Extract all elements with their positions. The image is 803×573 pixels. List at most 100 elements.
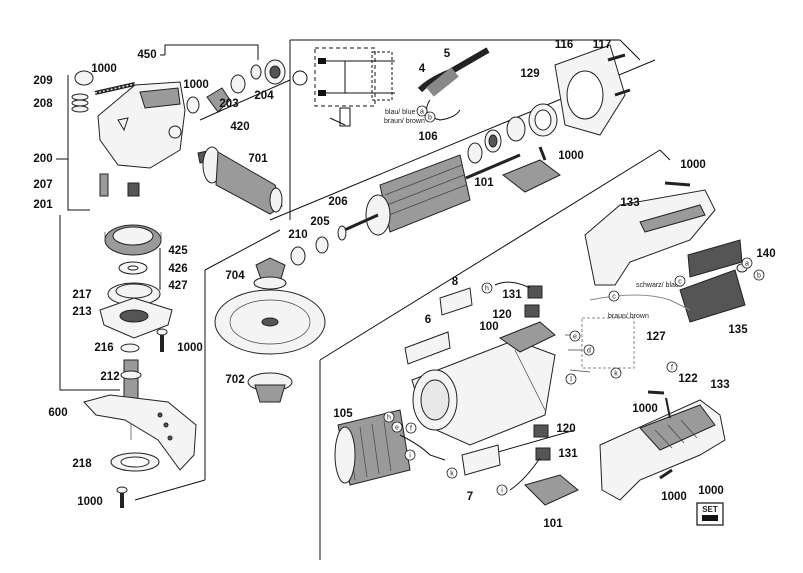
- part-number-label: 200: [33, 153, 52, 165]
- part-number-label: 1000: [91, 63, 117, 75]
- connector-letter: i: [496, 484, 508, 496]
- brush-cover: [502, 159, 561, 193]
- wire-label-black: schwarz/ black: [636, 282, 682, 289]
- part-number-label: 101: [474, 177, 494, 189]
- part-number-label: 600: [48, 407, 67, 419]
- svg-text:c: c: [612, 294, 616, 301]
- cap-part: [74, 70, 94, 86]
- svg-text:e: e: [573, 334, 577, 341]
- motor-housing: [411, 321, 556, 446]
- part-number-label: 207: [33, 179, 52, 191]
- part-number-label: 1000: [77, 496, 103, 508]
- svg-text:a: a: [745, 261, 749, 268]
- part-number-label: 117: [593, 39, 612, 51]
- part-number-label: 7: [467, 491, 473, 503]
- switch-body: [679, 269, 746, 323]
- part-number-label: 133: [620, 197, 639, 209]
- part-number-label: 120: [556, 423, 575, 435]
- wire-label-brown-2: braun/ brown: [608, 313, 649, 320]
- part-number-label: 131: [558, 448, 578, 460]
- bracket-200: [67, 75, 90, 211]
- part-number-label: 133: [710, 379, 729, 391]
- part-number-label: 702: [225, 374, 244, 386]
- svg-text:l: l: [570, 377, 572, 384]
- svg-text:i: i: [409, 453, 411, 460]
- part-number-label: 6: [425, 314, 431, 326]
- part-number-label: 203: [219, 98, 238, 110]
- part-number-label: 5: [444, 48, 451, 60]
- wheel-guard: [83, 394, 197, 471]
- part-number-label: 140: [756, 248, 775, 260]
- connector-letter: f: [405, 422, 417, 434]
- part-number-label: 1000: [183, 79, 209, 91]
- part-number-label: 426: [168, 263, 187, 275]
- part-number-label: 135: [728, 324, 748, 336]
- part-number-label: 201: [33, 199, 53, 211]
- svg-text:c: c: [678, 279, 682, 286]
- part-number-label: 122: [678, 373, 697, 385]
- part-number-label: 216: [94, 342, 113, 354]
- connector-letter: h: [481, 282, 493, 294]
- svg-text:h: h: [387, 415, 391, 422]
- part-number-label: 1000: [632, 403, 658, 415]
- connector-letter: e: [391, 421, 403, 433]
- part-number-label: 210: [288, 229, 307, 241]
- part-number-label: 8: [452, 276, 459, 288]
- connector-letter: k: [446, 467, 458, 479]
- part-number-label: 204: [254, 90, 274, 102]
- rear-handle-bottom: [599, 399, 726, 501]
- part-number-label: 127: [646, 331, 665, 343]
- part-number-label: 701: [248, 153, 268, 165]
- part-number-label: 218: [72, 458, 92, 470]
- part-number-label: 217: [72, 289, 91, 301]
- wire-label-brown: braun/ brown: [384, 118, 425, 125]
- part-number-label: 206: [328, 196, 347, 208]
- part-number-label: 427: [168, 280, 187, 292]
- connector-letter: b: [424, 111, 436, 123]
- part-number-label: 209: [33, 75, 52, 87]
- part-number-label: 131: [502, 289, 522, 301]
- part-number-label: 213: [72, 306, 91, 318]
- svg-text:b: b: [757, 273, 761, 280]
- part-number-label: 425: [168, 245, 188, 257]
- connector-letter: h: [383, 411, 395, 423]
- pin-part: [99, 173, 109, 197]
- svg-text:d: d: [587, 348, 591, 355]
- svg-text:b: b: [428, 115, 432, 122]
- part-number-label: 1000: [698, 485, 724, 497]
- stator: [334, 409, 411, 486]
- part-number-label: 1000: [558, 150, 584, 162]
- armature: [339, 153, 521, 236]
- svg-text:f: f: [671, 365, 673, 372]
- svg-text:e: e: [395, 425, 399, 432]
- bracket-left: [59, 215, 120, 391]
- set-badge-text: SET: [702, 505, 718, 514]
- svg-text:a: a: [420, 109, 424, 116]
- connector-letter: c: [674, 275, 686, 287]
- part-number-label: 420: [230, 121, 249, 133]
- wire-label-blue: blau/ blue: [385, 109, 415, 116]
- part-number-label: 106: [418, 131, 437, 143]
- part-number-label: 1000: [661, 491, 687, 503]
- svg-text:k: k: [450, 471, 454, 478]
- part-number-label: 212: [100, 371, 119, 383]
- part-number-label: 704: [225, 270, 245, 282]
- connector-letter: c: [608, 290, 620, 302]
- svg-text:h: h: [485, 286, 489, 293]
- svg-text:i: i: [501, 488, 503, 495]
- part-number-label: 450: [137, 49, 156, 61]
- part-number-label: 101: [543, 518, 563, 530]
- part-number-label: 1000: [177, 342, 203, 354]
- connector-letter: i: [404, 449, 416, 461]
- connector-letter: f: [666, 361, 678, 373]
- part-number-label: 1000: [680, 159, 706, 171]
- part-number-label: 116: [555, 39, 574, 51]
- connector-letter: k: [610, 367, 622, 379]
- part-number-label: 4: [419, 63, 426, 75]
- svg-text:k: k: [614, 371, 618, 378]
- connector-letter: d: [583, 344, 595, 356]
- part-number-label: 120: [492, 309, 511, 321]
- bracket-450: [164, 44, 259, 60]
